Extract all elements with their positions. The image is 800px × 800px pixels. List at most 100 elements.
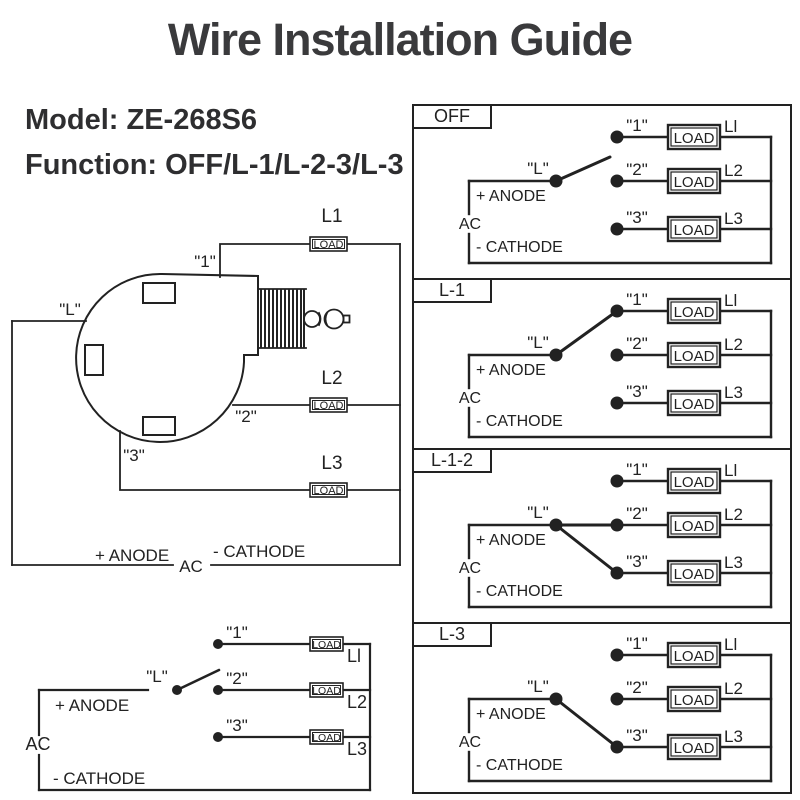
switch-arm-to-3 <box>554 523 619 575</box>
chain-tip <box>342 314 351 324</box>
panel-l1-title: L-1 <box>439 280 465 300</box>
load-box-2: LOAD <box>309 397 348 413</box>
terminal-l-label: "L" <box>527 503 549 522</box>
output-l1-label: Ll <box>724 291 737 310</box>
anode-label: + ANODE <box>476 188 546 205</box>
terminal-1-label: "1" <box>626 290 648 309</box>
cathode-label: - CATHODE <box>213 542 305 561</box>
panel-off: OFF LOAD LOAD <box>412 104 792 280</box>
terminal-2-label: "2" <box>626 678 648 697</box>
terminal-l-label: "L" <box>527 159 549 178</box>
terminal-l-label: "L" <box>59 300 81 319</box>
load-box-2: LOAD <box>666 511 722 539</box>
load-box-3: LOAD <box>666 733 722 761</box>
switch-position-panels: OFF LOAD LOAD <box>412 104 792 794</box>
cathode-label: - CATHODE <box>53 769 145 788</box>
output-l1-label: Ll <box>724 461 737 480</box>
load-label: LOAD <box>674 474 715 491</box>
threaded-nipple <box>257 288 307 349</box>
output-l3-label: L3 <box>724 383 743 402</box>
terminal-3-label: "3" <box>123 446 145 465</box>
output-l2-label: L2 <box>724 161 743 180</box>
load-box-3: LOAD <box>666 389 722 417</box>
load-label: LOAD <box>674 692 715 709</box>
load-label: LOAD <box>314 400 344 412</box>
switch-arm <box>554 697 619 749</box>
anode-label: + ANODE <box>476 706 546 723</box>
cathode-label: - CATHODE <box>476 413 563 430</box>
terminal-l-label: "L" <box>527 677 549 696</box>
chain-link <box>317 311 322 327</box>
model-label: Model: ZE-268S6 <box>25 104 258 136</box>
output-l2-label: L2 <box>724 679 743 698</box>
panel-l12: L-1-2 LOAD LOAD <box>412 448 792 624</box>
switch-arm <box>175 668 221 692</box>
load-box-2: LOAD <box>666 167 722 195</box>
load-box-3: LOAD <box>309 482 348 498</box>
pull-chain-switch-diagram: LOAD LOAD LOAD L1 L2 L3 "1" "L" "2" "3" … <box>11 206 401 576</box>
ac-label: AC <box>459 560 481 577</box>
panel-l3: L-3 LOAD LOAD <box>412 622 792 794</box>
panel-l1: L-1 LOAD LOAD <box>412 278 792 450</box>
terminal-1-dot <box>213 639 223 649</box>
panel-tab <box>412 622 492 647</box>
panel-tab <box>412 278 492 303</box>
terminal-3-dot <box>213 732 223 742</box>
switch-arm <box>554 309 619 357</box>
load-box-2: LOAD <box>666 341 722 369</box>
load-box-1: LOAD <box>666 641 722 669</box>
output-l2-label: L2 <box>724 335 743 354</box>
panel-tab <box>412 448 492 473</box>
terminal-l-label: "L" <box>527 333 549 352</box>
panel-l3-title: L-3 <box>439 624 465 644</box>
output-l1-label: Ll <box>347 646 361 666</box>
terminal-1-label: "1" <box>626 634 648 653</box>
terminal-screw-left <box>84 344 104 376</box>
wire-terminal1 <box>219 243 311 278</box>
load-label: LOAD <box>674 130 715 147</box>
load-label: LOAD <box>314 485 344 497</box>
anode-label: + ANODE <box>476 362 546 379</box>
function-label: Function: OFF/L-1/L-2-3/L-3 <box>25 149 404 181</box>
load-label: LOAD <box>674 648 715 665</box>
cathode-label: - CATHODE <box>476 239 563 256</box>
load-label: LOAD <box>312 732 341 744</box>
wire-terminal3 <box>119 430 311 491</box>
output-l3-label: L3 <box>724 727 743 746</box>
load-label: LOAD <box>312 685 341 697</box>
load-box-3: LOAD <box>309 729 344 745</box>
anode-label: + ANODE <box>55 696 129 715</box>
output-l2-label: L2 <box>347 692 367 712</box>
terminal-screw-bottom <box>142 416 176 436</box>
terminal-2-label: "2" <box>235 407 257 426</box>
load-box-2: LOAD <box>666 685 722 713</box>
terminal-screw-top <box>142 282 176 304</box>
terminal-3-label: "3" <box>626 382 648 401</box>
panel-off-title: OFF <box>434 106 470 126</box>
output-l1-label: Ll <box>724 635 737 654</box>
load-box-3: LOAD <box>666 215 722 243</box>
output-l3-label: L3 <box>724 553 743 572</box>
cathode-label: - CATHODE <box>476 583 563 600</box>
panel-tab <box>412 104 492 129</box>
output-l3-label: L3 <box>347 739 367 759</box>
load-box-1: LOAD <box>309 636 344 652</box>
terminal-2-label: "2" <box>226 669 248 688</box>
terminal-3-label: "3" <box>626 208 648 227</box>
switch-body <box>75 272 351 443</box>
terminal-3-label: "3" <box>626 726 648 745</box>
switch-arm <box>554 155 612 183</box>
load-label: LOAD <box>674 396 715 413</box>
panel-l12-title: L-1-2 <box>431 450 473 470</box>
main-wiring: LOAD LOAD LOAD L1 L2 L3 "1" "L" "2" "3" … <box>11 206 401 576</box>
load-box-1: LOAD <box>666 123 722 151</box>
terminal-l-dot <box>549 174 563 188</box>
load-label: LOAD <box>674 566 715 583</box>
page-title: Wire Installation Guide <box>167 14 633 65</box>
load-box-1: LOAD <box>309 236 348 252</box>
load-label: LOAD <box>674 174 715 191</box>
output-l2-label: L2 <box>321 368 342 389</box>
terminal-2-dot <box>213 685 223 695</box>
terminal-2-label: "2" <box>626 334 648 353</box>
load-label: LOAD <box>674 740 715 757</box>
